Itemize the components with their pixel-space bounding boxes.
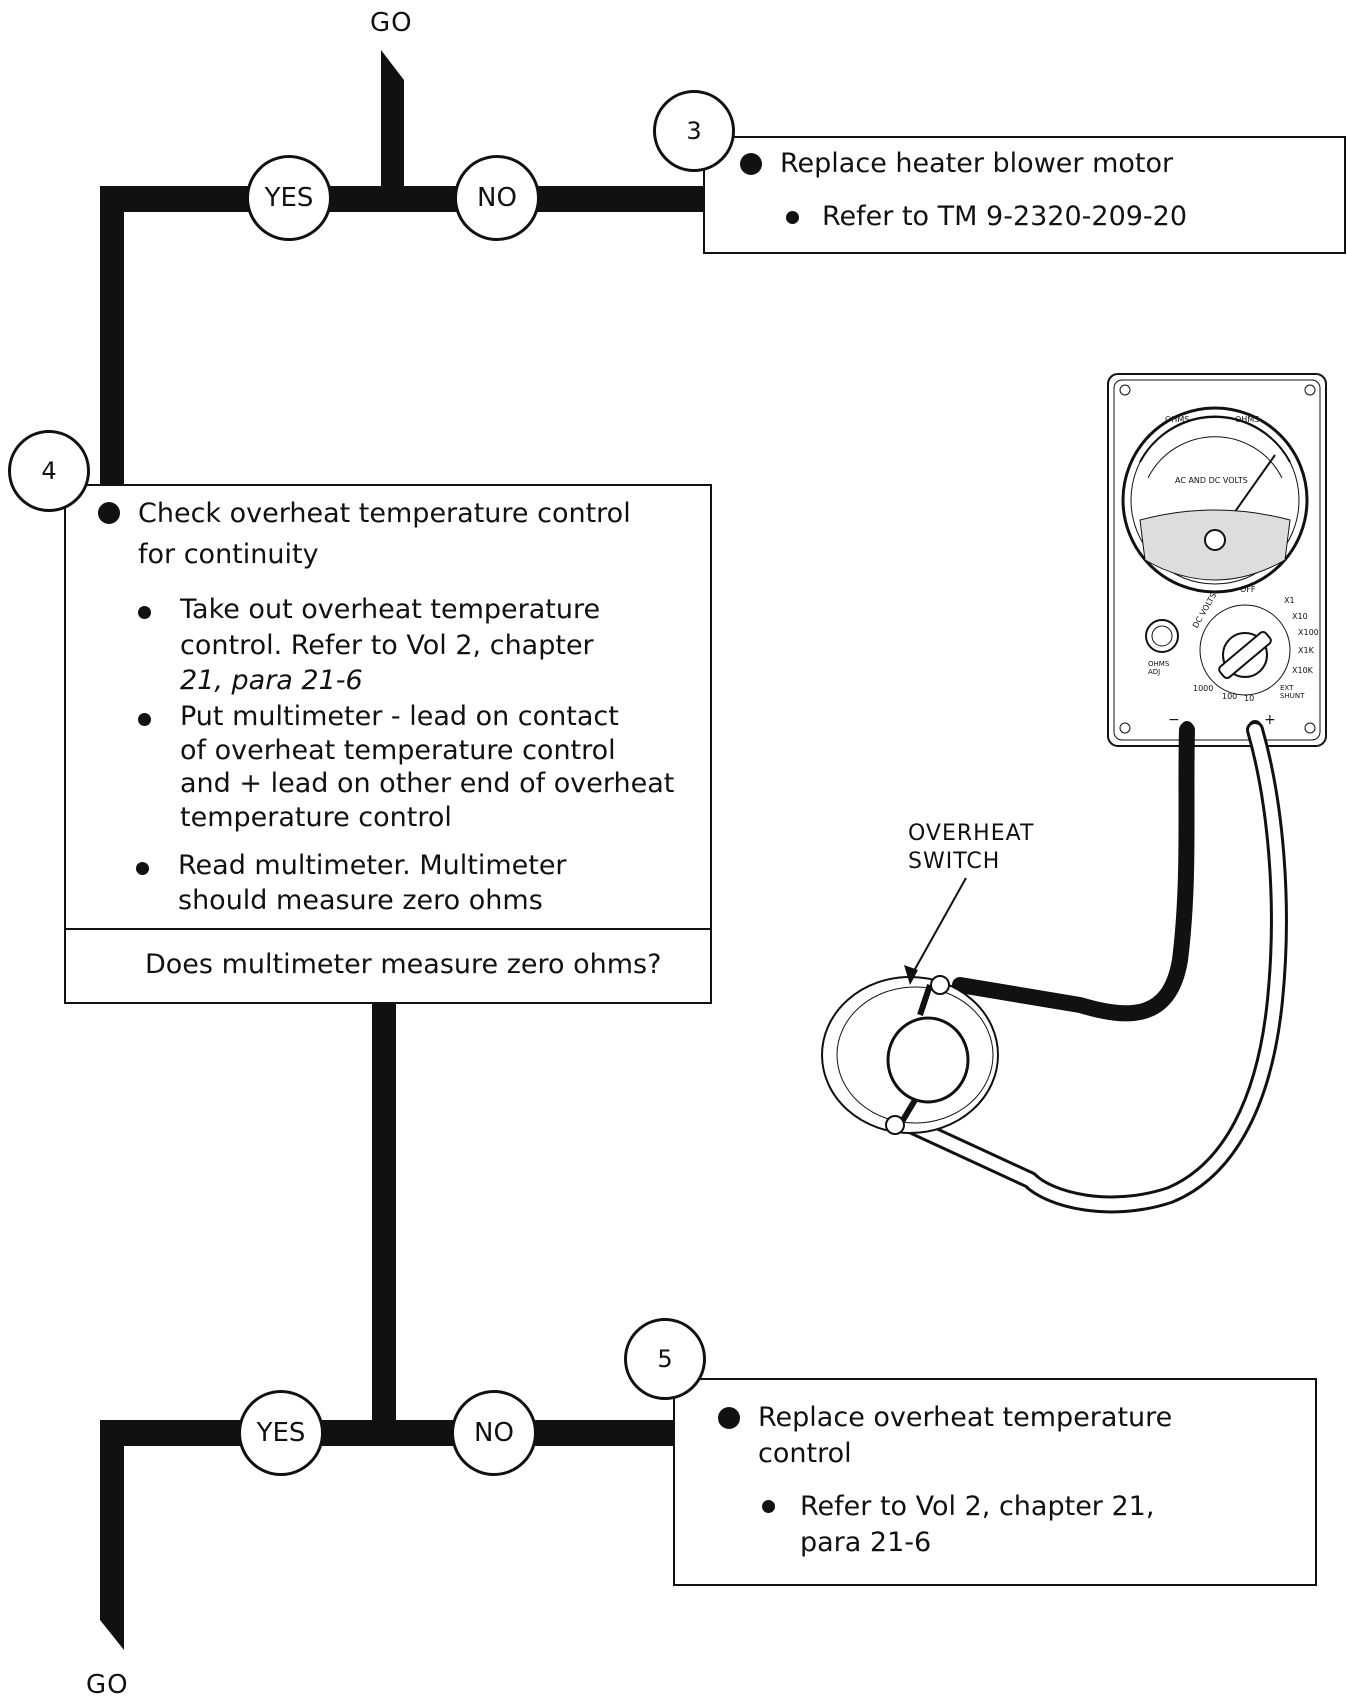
go-label-bottom: GO [86,1670,129,1700]
knob-label-ext-shunt: EXT SHUNT [1280,684,1305,700]
step4-sub2-line4: temperature control [180,802,452,833]
step4-sub1-line2: control. Refer to Vol 2, chapter [180,630,594,661]
step4-sub1-bullet [138,606,151,619]
step4-sub3-bullet [136,862,149,875]
step4-divider [64,928,712,930]
go-label-top: GO [370,8,413,38]
knob-label-x10k: X10K [1292,666,1313,675]
knob-label-100: 100 [1222,692,1238,701]
step3-sub-bullet [786,211,799,224]
step4-number: 4 [8,430,90,512]
go-arrow-top [381,50,404,200]
step4-main-line2: for continuity [138,539,319,570]
step4-question: Does multimeter measure zero ohms? [145,949,662,980]
step5-sub-line2: para 21-6 [800,1527,932,1558]
go-arrow-bottom [100,1420,124,1650]
step5-bullet [718,1407,740,1429]
step4-main-line1: Check overheat temperature control [138,498,631,529]
step5-sub-line1: Refer to Vol 2, chapter 21, [800,1491,1155,1522]
meter-label-ohms-adj: OHMS ADJ [1148,660,1170,676]
step5-main-line2: control [758,1438,852,1469]
step4-sub1-line1: Take out overheat temperature [180,594,601,625]
step4-sub2-line3: and + lead on other end of overheat [180,768,675,799]
step3-bullet [740,153,762,175]
center-vertical-line [372,1002,396,1432]
terminal-minus-label: − [1168,712,1180,728]
knob-label-x1k: X1K [1298,646,1314,655]
overheat-switch-callout-line2: SWITCH [908,849,1001,874]
step4-sub2-line1: Put multimeter - lead on contact [180,701,619,732]
decision-yes-bottom: YES [238,1390,324,1476]
meter-label-ohms-left: OHMS [1165,415,1190,424]
step3-box [703,136,1346,254]
knob-label-x1: X1 [1284,596,1295,605]
step3-sub: Refer to TM 9-2320-209-20 [822,201,1188,232]
step4-sub2-line2: of overheat temperature control [180,735,616,766]
knob-label-x10: X10 [1292,612,1308,621]
step3-number: 3 [653,90,735,172]
step5-main-line1: Replace overheat temperature [758,1402,1173,1433]
bottom-horizontal-line [100,1420,675,1446]
decision-no-top: NO [454,155,540,241]
step5-box [673,1378,1317,1586]
step4-box [64,484,712,1004]
knob-label-off: OFF [1240,585,1256,594]
overheat-switch-callout-line1: OVERHEAT [908,821,1035,846]
meter-scale-label: AC AND DC VOLTS [1175,476,1248,485]
left-vertical-line [100,186,124,486]
knob-label-x100: X100 [1298,628,1319,637]
step3-main: Replace heater blower motor [780,148,1174,179]
step4-sub1-line3: 21, para 21-6 [180,665,363,696]
step5-number: 5 [624,1318,706,1400]
multimeter-illustration [821,373,1327,1214]
decision-no-bottom: NO [451,1390,537,1476]
step4-sub2-bullet [138,713,151,726]
step4-sub3-line2: should measure zero ohms [178,885,543,916]
top-horizontal-line [100,186,705,212]
meter-label-ohms-right: OHMS [1235,415,1260,424]
step5-sub-bullet [762,1500,775,1513]
knob-label-10: 10 [1244,694,1255,703]
step4-bullet [98,502,120,524]
knob-label-1000: 1000 [1193,684,1214,693]
step4-sub3-line1: Read multimeter. Multimeter [178,850,567,881]
decision-yes-top: YES [246,155,332,241]
terminal-plus-label: + [1264,712,1276,728]
